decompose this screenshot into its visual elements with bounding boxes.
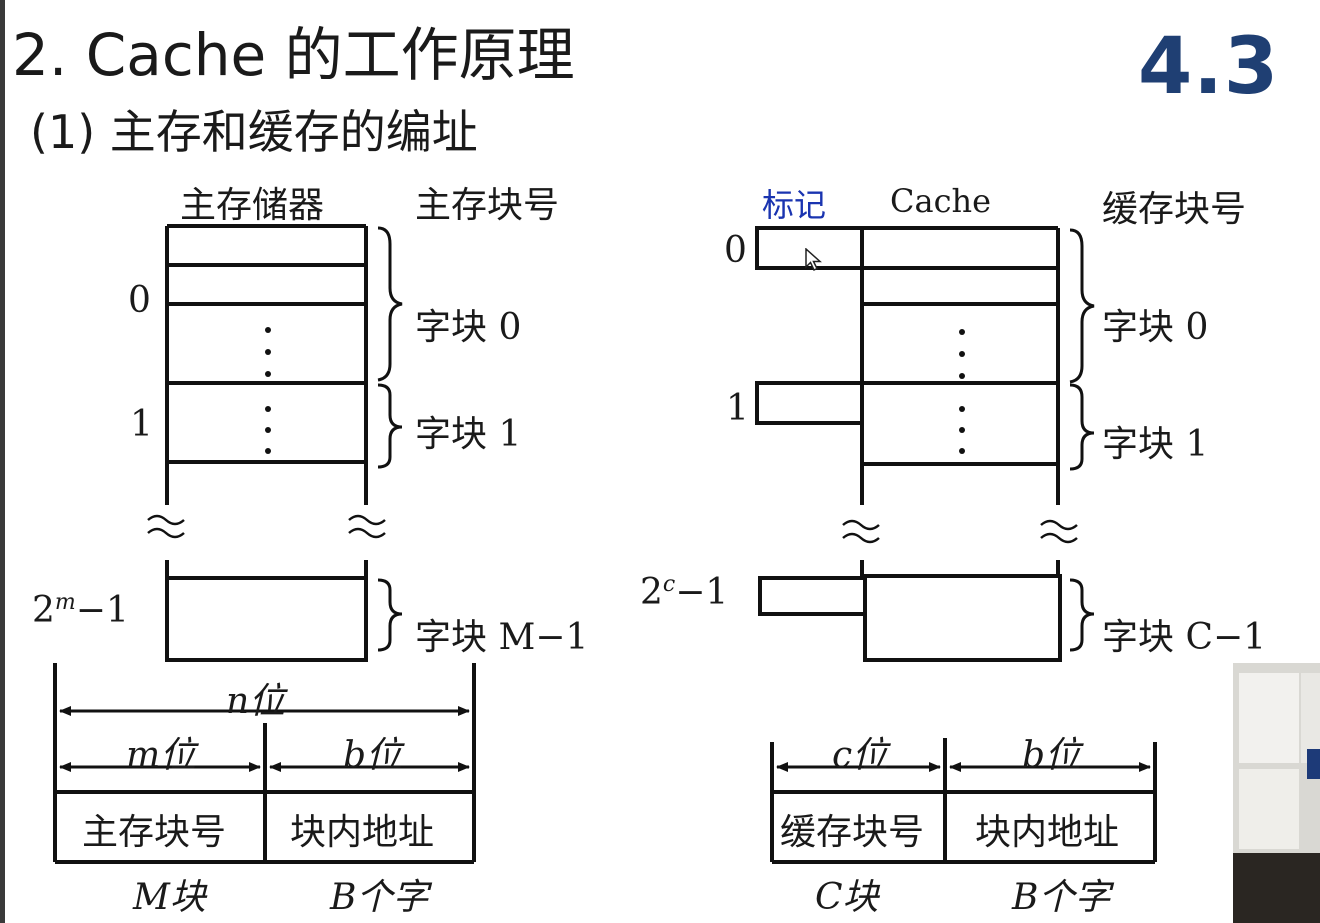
main-row-1-label: 1: [130, 404, 153, 445]
cache-word-count-label: B个字: [1012, 877, 1111, 918]
cache-column-label: Cache: [890, 182, 992, 220]
cache-tag-label: 标记: [762, 186, 827, 224]
cache-block-bits-label: c位: [832, 735, 889, 776]
cache-block-1-label: 字块 1: [1102, 424, 1209, 465]
main-row-last-label: 2m−1: [32, 590, 129, 631]
cache-break-marks: [842, 519, 1078, 544]
cache-row-last-label: 2c−1: [640, 572, 729, 613]
main-word-count-label: B个字: [330, 877, 429, 918]
main-block-last-label: 字块 M−1: [415, 617, 589, 658]
cache-block-number-label: 缓存块号: [1102, 189, 1247, 230]
main-memory-column-label: 主存储器: [180, 185, 325, 226]
cache-tag-boxes: [755, 226, 867, 616]
cache-offset-bits-label: b位: [1022, 735, 1082, 776]
cache-last-block: [860, 560, 1062, 662]
mouse-cursor-icon: [805, 248, 822, 272]
main-total-bits-label: n位: [226, 681, 286, 722]
main-offset-field: 块内地址: [290, 812, 435, 853]
cache-row-0-label: 0: [724, 230, 747, 271]
main-block-number-field: 主存块号: [82, 812, 227, 853]
slide-subtitle: (1) 主存和缓存的编址: [30, 105, 478, 159]
ellipsis-dots: [265, 327, 965, 454]
cache-row-1-label: 1: [726, 388, 749, 429]
cache-address-format: [770, 738, 1157, 864]
main-memory-break-marks: [147, 514, 386, 539]
main-block-0-label: 字块 0: [415, 307, 522, 348]
main-block-number-label: 主存块号: [415, 185, 560, 226]
cache-column: [860, 226, 1060, 505]
main-offset-bits-label: b位: [343, 735, 403, 776]
main-block-1-label: 字块 1: [415, 414, 522, 455]
cache-braces: [1069, 228, 1095, 652]
main-memory-braces: [377, 226, 403, 652]
main-memory-column: [165, 224, 368, 505]
presenter-video-thumbnail: [1233, 663, 1320, 923]
cache-block-count-label: C块: [815, 877, 879, 918]
main-address-format: [53, 663, 476, 864]
main-block-count-label: M块: [133, 877, 206, 918]
cache-offset-field: 块内地址: [975, 812, 1120, 853]
main-row-0-label: 0: [128, 280, 151, 321]
main-block-bits-label: m位: [126, 735, 197, 776]
window-edge-bar: [0, 0, 5, 923]
section-number: 4.3: [1138, 22, 1280, 112]
main-memory-last-block: [165, 560, 368, 662]
cache-block-0-label: 字块 0: [1102, 307, 1209, 348]
cache-block-number-field: 缓存块号: [780, 812, 925, 853]
slide-title: 2. Cache 的工作原理: [12, 21, 575, 89]
cache-block-last-label: 字块 C−1: [1102, 617, 1267, 658]
